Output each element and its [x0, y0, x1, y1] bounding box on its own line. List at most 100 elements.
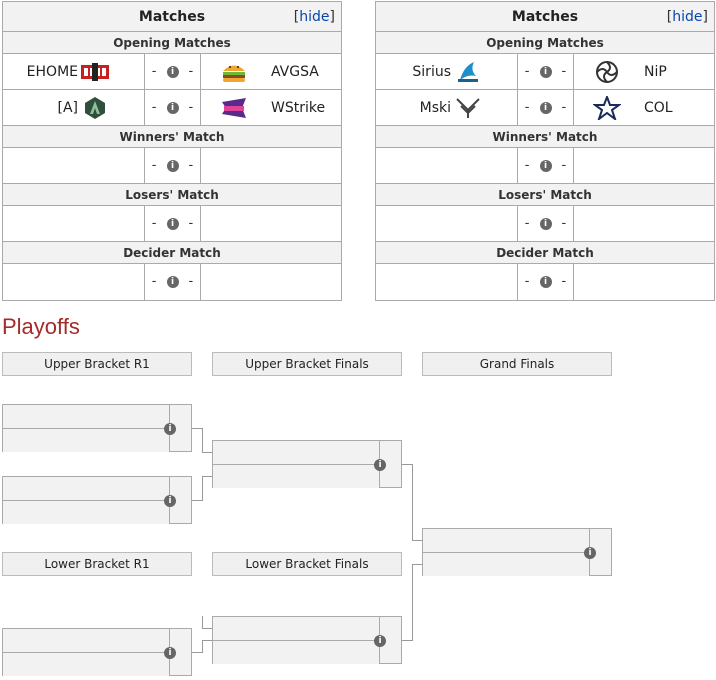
match-row: -i- — [3, 264, 341, 300]
winners-match-header: Winners' Match — [376, 126, 714, 148]
bracket-slot[interactable] — [213, 441, 379, 464]
hide-link[interactable]: hide — [672, 9, 703, 25]
team-name[interactable]: NiP — [644, 64, 667, 80]
team-name[interactable]: COL — [644, 100, 673, 116]
bracket-connector — [402, 464, 412, 465]
bracket-connector — [412, 564, 413, 641]
round-header-lower-r1: Lower Bracket R1 — [2, 552, 192, 576]
group-table-right: Matches [hide] Opening Matches Sirius -i… — [375, 1, 715, 301]
info-icon[interactable]: i — [539, 65, 552, 78]
info-icon[interactable]: i — [166, 275, 179, 288]
nip-logo-icon — [596, 61, 618, 83]
bracket-connector — [412, 464, 413, 540]
hide-toggle[interactable]: [hide] — [293, 9, 335, 25]
info-icon[interactable]: i — [584, 547, 596, 559]
bracket-slot[interactable] — [3, 629, 169, 652]
bracket-connector — [202, 476, 203, 501]
match-score: -i- — [524, 100, 567, 115]
team-right[interactable]: NiP — [574, 54, 714, 90]
match-row: Sirius -i- NiP — [376, 54, 714, 90]
match-score: -i- — [524, 216, 567, 231]
team-name[interactable]: WStrike — [271, 100, 326, 116]
team-left[interactable]: [A] — [3, 90, 144, 126]
bracket-slot[interactable] — [213, 465, 379, 488]
bracket-connector — [202, 616, 203, 628]
losers-match-header: Losers' Match — [376, 184, 714, 206]
bracket-match-lower-r1[interactable]: i — [2, 628, 192, 676]
match-score: -i- — [524, 274, 567, 289]
round-header-upper-r1: Upper Bracket R1 — [2, 352, 192, 376]
match-row: -i- — [376, 206, 714, 242]
bracket-match-grand-finals[interactable]: i — [422, 528, 612, 576]
info-icon[interactable]: i — [166, 159, 179, 172]
bracket-slot[interactable] — [3, 429, 169, 452]
team-right[interactable]: WStrike — [201, 90, 341, 126]
burger-logo-icon — [223, 65, 245, 82]
info-icon[interactable]: i — [164, 495, 176, 507]
team-name[interactable]: Sirius — [412, 64, 451, 80]
info-icon[interactable]: i — [166, 217, 179, 230]
info-icon[interactable]: i — [164, 647, 176, 659]
team-left[interactable]: Mski — [376, 90, 517, 126]
round-header-lower-finals: Lower Bracket Finals — [212, 552, 402, 576]
ehome-logo-icon — [81, 63, 109, 81]
winners-match-header: Winners' Match — [3, 126, 341, 148]
info-icon[interactable]: i — [374, 635, 386, 647]
team-name[interactable]: [A] — [57, 100, 78, 116]
match-score: -i- — [151, 64, 194, 79]
info-icon[interactable]: i — [166, 65, 179, 78]
bracket-match-upper-r1-a[interactable]: i — [2, 404, 192, 452]
info-icon[interactable]: i — [164, 423, 176, 435]
team-right[interactable]: AVGSA — [201, 54, 341, 90]
group-title: Matches [hide] — [3, 2, 341, 32]
info-icon[interactable]: i — [539, 275, 552, 288]
team-name[interactable]: EHOME — [26, 64, 78, 80]
bracket-connector — [192, 652, 202, 653]
bracket-match-lower-finals[interactable]: i — [212, 616, 402, 664]
bracket-connector — [202, 452, 212, 453]
bracket-connector — [402, 640, 412, 641]
col-star-logo-icon — [593, 96, 621, 120]
info-icon[interactable]: i — [539, 101, 552, 114]
bracket-slot[interactable] — [3, 653, 169, 676]
info-icon[interactable]: i — [374, 459, 386, 471]
match-row: -i- — [3, 148, 341, 184]
bracket-connector — [202, 628, 212, 629]
bracket-match-upper-finals[interactable]: i — [212, 440, 402, 488]
bracket-slot[interactable] — [213, 617, 379, 640]
info-icon[interactable]: i — [539, 159, 552, 172]
match-score: -i- — [151, 274, 194, 289]
match-row: -i- — [376, 148, 714, 184]
match-row: Mski -i- COL — [376, 90, 714, 126]
match-row: -i- — [3, 206, 341, 242]
bracket-slot[interactable] — [423, 529, 589, 552]
info-icon[interactable]: i — [539, 217, 552, 230]
bracket-connector — [202, 428, 203, 452]
bracket-connector — [192, 428, 202, 429]
team-right[interactable]: COL — [574, 90, 714, 126]
bracket-slot[interactable] — [3, 405, 169, 428]
playoffs-title: Playoffs — [2, 314, 80, 339]
bracket-slot[interactable] — [3, 501, 169, 524]
match-score: -i- — [151, 158, 194, 173]
team-name[interactable]: AVGSA — [271, 64, 319, 80]
hide-toggle[interactable]: [hide] — [666, 9, 708, 25]
alliance-logo-icon — [85, 97, 105, 119]
group-title-text: Matches — [511, 9, 579, 25]
team-name[interactable]: Mski — [419, 100, 451, 116]
hide-link[interactable]: hide — [299, 9, 330, 25]
match-score: -i- — [524, 64, 567, 79]
group-title-text: Matches — [138, 9, 206, 25]
bracket-slot[interactable] — [213, 641, 379, 664]
info-icon[interactable]: i — [166, 101, 179, 114]
bracket-connector — [412, 540, 422, 541]
bracket-slot[interactable] — [3, 477, 169, 500]
team-left[interactable]: EHOME — [3, 54, 144, 90]
mski-logo-icon — [456, 98, 480, 118]
bracket-match-upper-r1-b[interactable]: i — [2, 476, 192, 524]
team-left[interactable]: Sirius — [376, 54, 517, 90]
group-table-left: Matches [hide] Opening Matches EHOME -i- — [2, 1, 342, 301]
match-score: -i- — [524, 158, 567, 173]
bracket-connector — [202, 640, 203, 653]
bracket-slot[interactable] — [423, 553, 589, 576]
